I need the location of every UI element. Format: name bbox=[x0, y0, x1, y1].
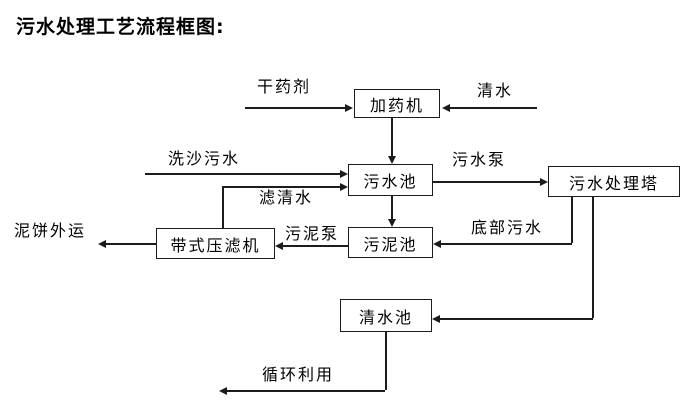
node-sludge-pool: 污泥池 bbox=[348, 227, 433, 258]
connector-dry-agent-line bbox=[245, 107, 345, 109]
connector-recycle-hline bbox=[227, 390, 385, 392]
page-title: 污水处理工艺流程框图: bbox=[16, 16, 225, 38]
connector-mud-cake-line bbox=[106, 243, 156, 245]
connector-tower-to-clearpool-vline bbox=[592, 197, 594, 318]
node-sewage-treatment-tower: 污水处理塔 bbox=[548, 166, 680, 197]
flow-label-clear-water: 清水 bbox=[477, 81, 514, 101]
arrow-down-icon bbox=[388, 219, 396, 227]
node-dosing-machine: 加药机 bbox=[354, 89, 440, 118]
arrow-left-icon bbox=[275, 242, 283, 250]
arrow-right-icon bbox=[345, 104, 353, 112]
connector-filtered-water-vline bbox=[222, 186, 224, 228]
flow-label-sludge-pump: 污泥泵 bbox=[285, 224, 340, 244]
arrow-right-icon bbox=[540, 178, 548, 186]
connector-dosing-to-sewagepool-vline bbox=[391, 118, 393, 156]
arrow-left-icon bbox=[219, 387, 227, 395]
connector-bottom-sewage-vline bbox=[571, 197, 573, 243]
connector-clearpool-to-recycle-vline bbox=[385, 332, 387, 390]
arrow-right-icon bbox=[340, 170, 348, 178]
node-sewage-pool: 污水池 bbox=[348, 164, 433, 196]
flow-label-sand-washing-sewage: 洗沙污水 bbox=[168, 149, 241, 169]
connector-bottom-sewage-hline bbox=[441, 243, 572, 245]
connector-sludge-pump-line bbox=[283, 245, 348, 247]
arrow-down-icon bbox=[388, 156, 396, 164]
connector-filtered-water-hline bbox=[222, 186, 340, 188]
connector-sewage-pump-line bbox=[433, 181, 540, 183]
flow-label-recycle: 循环利用 bbox=[262, 365, 335, 385]
arrow-left-icon bbox=[98, 240, 106, 248]
arrow-left-icon bbox=[433, 240, 441, 248]
arrow-left-icon bbox=[432, 315, 440, 323]
connector-clear-water-line bbox=[450, 107, 537, 109]
connector-tower-to-clearpool-hline bbox=[440, 318, 593, 320]
connector-sewagepool-to-sludgepool-vline bbox=[391, 196, 393, 219]
flow-label-mud-cake-out: 泥饼外运 bbox=[14, 221, 87, 241]
flow-label-filtered-water: 滤清水 bbox=[259, 188, 314, 208]
flow-label-dry-agent: 干药剂 bbox=[257, 77, 312, 97]
flow-label-bottom-sewage: 底部污水 bbox=[471, 218, 544, 238]
arrow-left-icon bbox=[442, 104, 450, 112]
flow-label-sewage-pump: 污水泵 bbox=[452, 150, 507, 170]
connector-sand-washing-line bbox=[145, 173, 340, 175]
node-clear-water-pool: 清水池 bbox=[340, 299, 432, 332]
arrow-right-icon bbox=[340, 183, 348, 191]
node-belt-filter-press: 带式压滤机 bbox=[156, 228, 275, 259]
